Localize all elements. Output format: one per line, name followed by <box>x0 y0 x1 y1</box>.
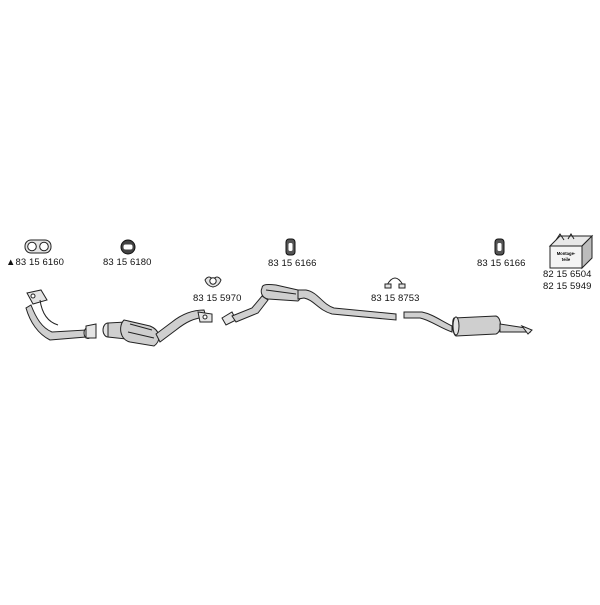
part-label-pipe-clamp: 83 15 8753 <box>371 293 420 304</box>
double-ring-gasket-icon <box>24 239 52 254</box>
part-label-hanger-center: 83 15 6166 <box>268 258 317 269</box>
rubber-hanger-icon <box>285 238 296 256</box>
warning-triangle-icon: ▲ <box>6 257 16 268</box>
part-number: 83 15 6160 <box>15 257 65 268</box>
mounting-box-label-2: teile <box>562 257 571 262</box>
mounting-box-label-1: Montage- <box>557 251 576 256</box>
pipe-clamp-icon <box>384 277 406 289</box>
mounting-kit-box-icon: Montage- teile <box>548 233 594 270</box>
rear-silencer <box>403 311 533 337</box>
center-silencer <box>221 283 397 326</box>
rubber-ring-hanger-icon <box>120 239 136 255</box>
front-downpipe <box>25 289 97 341</box>
part-label-mounting-kit-1: 82 15 6504 <box>543 269 592 280</box>
catalytic-converter <box>102 309 207 347</box>
rubber-hanger-icon <box>494 238 505 256</box>
part-label-flange-gasket: 83 15 5970 <box>193 293 242 304</box>
flange-gasket-icon <box>204 276 222 288</box>
part-label-rubber-ring: 83 15 6180 <box>103 257 152 268</box>
intermediate-connector <box>197 311 213 323</box>
part-label-mounting-kit-2: 82 15 5949 <box>543 281 592 292</box>
part-label-hanger-rear: 83 15 6166 <box>477 258 526 269</box>
part-label-gasket-front: ▲83 15 6160 <box>6 257 64 268</box>
